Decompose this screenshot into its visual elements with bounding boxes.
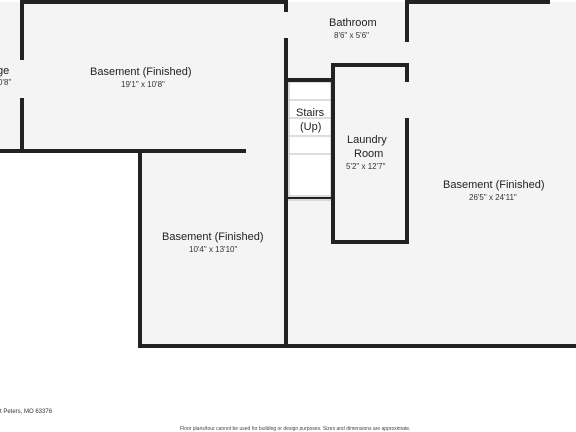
basement-right-dims: 26'5" x 24'11" (469, 193, 517, 202)
disclaimer-text: Floor plans/tour cannot be used for buil… (180, 426, 411, 432)
stairs-label-line2: (Up) (300, 121, 322, 133)
basement-left-label: Basement (Finished) (90, 66, 192, 78)
stairs-label-line1: Stairs (296, 107, 325, 119)
bathroom-dims: 8'6" x 5'6" (334, 31, 369, 40)
basement-right-label: Basement (Finished) (443, 179, 545, 191)
basement-center-dims: 10'4" x 13'10" (189, 245, 238, 254)
walls (0, 0, 576, 348)
basement-left-floor (22, 2, 286, 152)
floor-fills (0, 2, 576, 346)
garage-partial-floor (0, 2, 22, 152)
stairs (288, 81, 332, 201)
basement-center-floor (140, 152, 286, 346)
basement-left-dims: 19'1" x 10'8" (121, 80, 165, 89)
laundry-label-line1: Laundry (347, 134, 387, 146)
bathroom-label: Bathroom (329, 17, 377, 29)
stairs-box (288, 81, 332, 201)
basement-center-label: Basement (Finished) (162, 231, 264, 243)
garage-partial-label: ge (0, 65, 10, 77)
garage-partial-dims: 0'8" (0, 78, 12, 87)
laundry-dims: 5'2" x 12'7" (346, 162, 386, 171)
laundry-label-line2: Room (354, 148, 384, 160)
address-text: t Peters, MO 63376 (0, 409, 53, 415)
